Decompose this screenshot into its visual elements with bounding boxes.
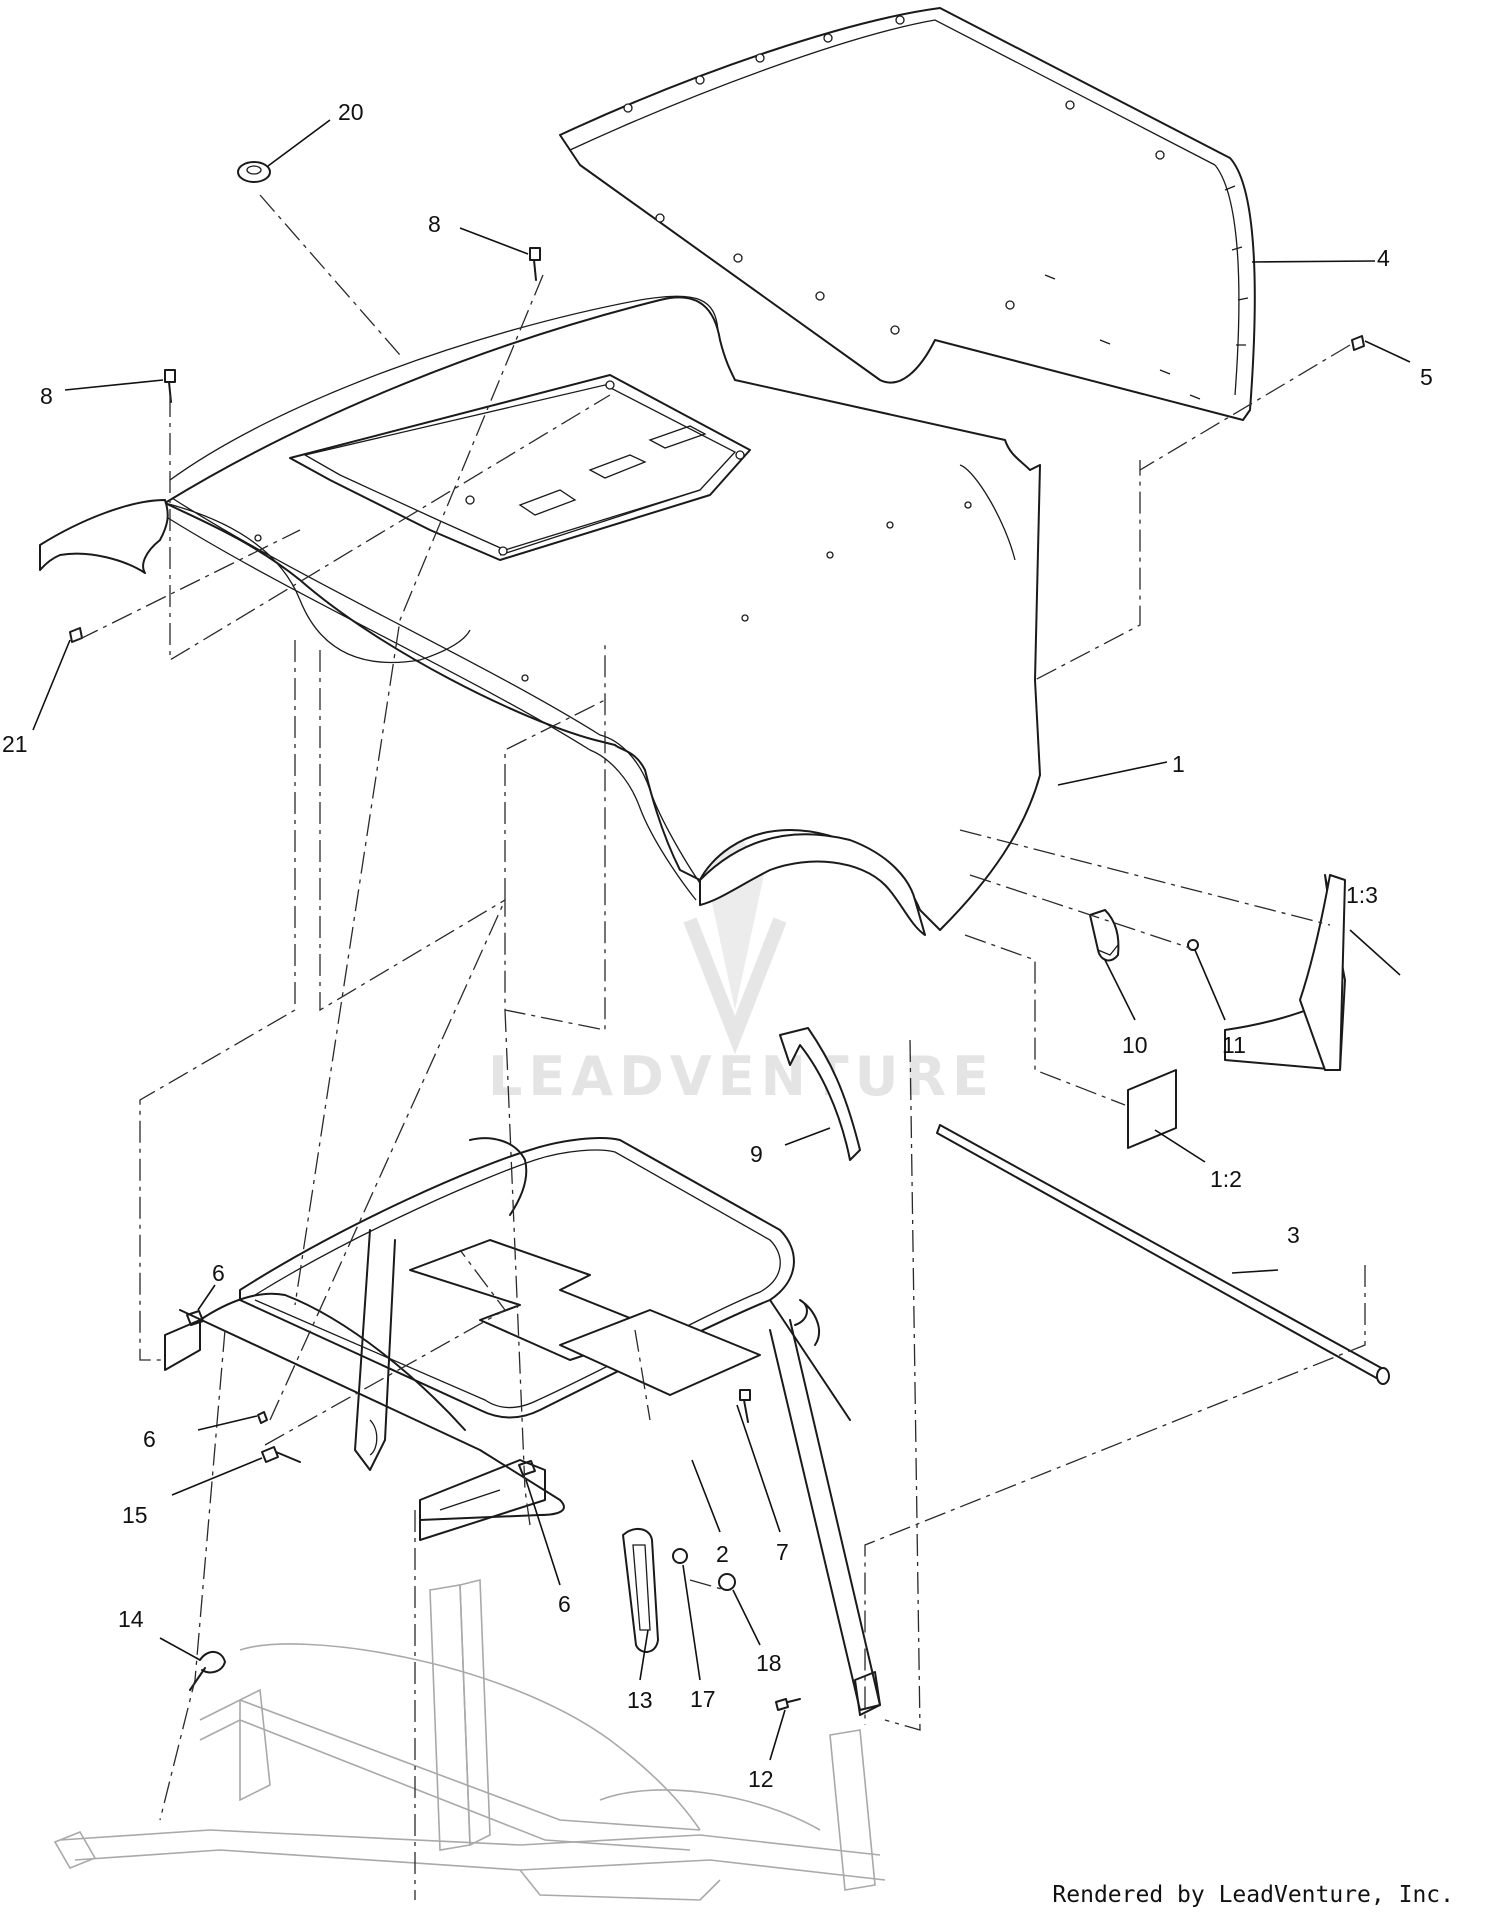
callout-18: 18 — [756, 1650, 782, 1676]
part-18-nut[interactable] — [718, 1573, 736, 1591]
callout-2: 2 — [716, 1541, 729, 1567]
callout-3: 3 — [1287, 1222, 1300, 1248]
part-1-2-decal[interactable] — [1127, 1069, 1177, 1149]
callout-5: 5 — [1420, 364, 1433, 390]
part-21-screw[interactable] — [69, 627, 83, 643]
callout-17: 17 — [690, 1686, 716, 1712]
callout-8-upper: 8 — [428, 211, 441, 237]
callout-1-3: 1:3 — [1346, 882, 1378, 908]
part-11-nut[interactable] — [1187, 939, 1199, 951]
callout-14: 14 — [118, 1606, 144, 1632]
callout-1: 1 — [1172, 751, 1185, 777]
callout-10: 10 — [1122, 1032, 1148, 1058]
leader-lines — [32, 119, 1411, 1761]
callout-8-left: 8 — [40, 383, 53, 409]
part-13-slot-bracket[interactable] — [622, 1528, 659, 1653]
part-8-bolt-upper[interactable] — [529, 247, 541, 281]
callout-7: 7 — [776, 1539, 789, 1565]
callout-15: 15 — [122, 1502, 148, 1528]
callout-20: 20 — [338, 99, 364, 125]
part-9-side-plate[interactable] — [779, 1027, 861, 1161]
callout-9: 9 — [750, 1141, 763, 1167]
tractor-frame-reference — [53, 1578, 886, 1901]
alignment-lines — [77, 194, 1366, 1900]
part-17-washer[interactable] — [672, 1548, 688, 1564]
callout-21: 21 — [2, 731, 28, 757]
render-credit: Rendered by LeadVenture, Inc. — [1052, 1882, 1454, 1908]
part-1-main-hood[interactable] — [39, 295, 1041, 936]
part-6-nut-lower[interactable] — [518, 1460, 536, 1476]
callout-1-2: 1:2 — [1210, 1166, 1242, 1192]
part-3-rod[interactable] — [936, 1124, 1390, 1385]
part-2-seat-frame[interactable] — [164, 1137, 881, 1716]
part-5-screw[interactable] — [1351, 335, 1365, 351]
part-14-clip[interactable] — [189, 1651, 226, 1691]
part-12-bolt[interactable] — [775, 1698, 801, 1711]
part-20-grommet[interactable] — [237, 161, 271, 183]
part-15-bolt[interactable] — [261, 1446, 301, 1463]
part-4-hood-panel[interactable] — [559, 7, 1256, 421]
callout-4: 4 — [1377, 245, 1390, 271]
watermark-text: LEADVENTURE — [488, 1045, 995, 1108]
part-8-bolt-left[interactable] — [164, 369, 176, 403]
part-10-bracket[interactable] — [1089, 909, 1120, 962]
callout-6-middle: 6 — [143, 1426, 156, 1452]
callout-12: 12 — [748, 1766, 774, 1792]
part-7-bolt[interactable] — [739, 1389, 751, 1423]
part-6-nut-upper[interactable] — [186, 1310, 204, 1326]
callout-6-lower: 6 — [558, 1591, 571, 1617]
callout-11: 11 — [1222, 1032, 1246, 1058]
callout-13: 13 — [627, 1687, 653, 1713]
callout-6-upper: 6 — [212, 1260, 225, 1286]
part-6-nut-middle[interactable] — [257, 1411, 268, 1424]
part-1-3-decal[interactable] — [1224, 874, 1346, 1071]
